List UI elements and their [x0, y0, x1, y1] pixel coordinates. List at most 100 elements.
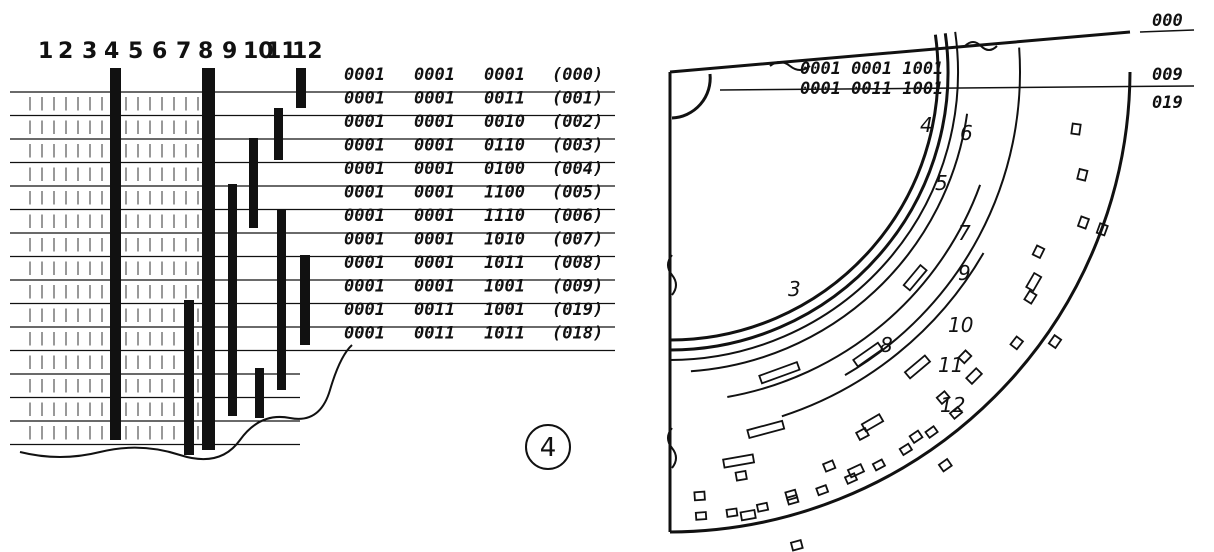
column-number-9: 9 — [222, 39, 237, 64]
column-number-2: 2 — [58, 39, 73, 64]
column-bar — [228, 184, 237, 416]
disk-track-arc — [690, 113, 969, 373]
disk-slot — [871, 458, 887, 472]
code-cell: 1100 — [484, 183, 525, 203]
code-cell: (006) — [552, 206, 603, 226]
reference-line-000 — [1139, 29, 1195, 33]
code-cell: (007) — [552, 230, 603, 250]
column-bar — [110, 68, 121, 440]
disk-slot — [937, 457, 953, 473]
break-mark-top-2 — [964, 41, 998, 51]
break-mark-left-2 — [667, 427, 677, 469]
track-label-5: 5 — [935, 171, 948, 195]
track-label-7: 7 — [958, 221, 971, 245]
code-cell: 1001 — [484, 300, 525, 320]
code-cell: 0001 — [344, 65, 385, 85]
column-number-3: 3 — [82, 39, 97, 64]
code-cell: (018) — [552, 324, 603, 344]
disk-slot — [755, 501, 770, 513]
disk-track-arc — [727, 184, 982, 398]
disk-slot — [1025, 271, 1043, 293]
disk-slot — [924, 424, 939, 440]
column-number-row: 1 2 3 4 5 6 7 8 9 10 11 12 — [38, 39, 323, 64]
code-cell: 0001 — [344, 112, 385, 132]
break-mark-top-1 — [769, 61, 811, 71]
code-cell: 0001 — [344, 183, 385, 203]
column-number-1: 1 — [38, 39, 53, 64]
disk-slot — [903, 354, 932, 380]
code-cell: 0001 — [414, 112, 455, 132]
column-number-6: 6 — [152, 39, 167, 64]
code-cell: (009) — [552, 277, 603, 297]
code-cell: 0001 — [344, 159, 385, 179]
disk-slot — [1070, 122, 1082, 136]
column-bar — [277, 210, 286, 390]
disk-slot — [694, 511, 708, 521]
disk-slot — [965, 367, 984, 386]
code-cell: 1110 — [484, 206, 525, 226]
hub-arc — [671, 73, 712, 120]
column-bar — [249, 138, 258, 228]
disk-slot — [734, 469, 748, 482]
code-cell: 0001 — [414, 183, 455, 203]
disk-slot — [908, 429, 924, 445]
code-cell: 0001 — [344, 277, 385, 297]
track-label-10: 10 — [948, 313, 973, 337]
column-bar — [184, 300, 194, 455]
code-cell: 0001 — [484, 65, 525, 85]
code-cell: 0001 — [414, 253, 455, 273]
disk-slots — [693, 122, 1109, 552]
disk-track-arc — [669, 33, 950, 352]
disk-slot — [784, 488, 799, 502]
code-cell: 0110 — [484, 136, 525, 156]
disk-slot — [902, 263, 928, 292]
code-cell: 0100 — [484, 159, 525, 179]
column-bar — [296, 68, 306, 108]
code-cell: 0011 — [484, 89, 525, 109]
code-cell: 0001 — [414, 206, 455, 226]
track-label-6: 6 — [960, 121, 973, 145]
track-label-4: 4 — [920, 113, 933, 137]
disk-slot — [846, 462, 866, 479]
disk-slot — [1047, 333, 1063, 350]
code-cell: 0001 — [414, 89, 455, 109]
disk-tracks — [669, 31, 1021, 418]
code-cell: (019) — [552, 300, 603, 320]
code-cell: 0001 — [344, 253, 385, 273]
track-label-8: 8 — [880, 333, 893, 357]
disk-slot — [948, 405, 964, 421]
code-cell: (003) — [552, 136, 603, 156]
marker-000: 000 — [1152, 11, 1183, 31]
track-label-3: 3 — [788, 277, 801, 301]
code-cell: (002) — [552, 112, 603, 132]
figure-number: 4 — [540, 433, 557, 463]
code-cell: 1010 — [484, 230, 525, 250]
torn-bottom-edge — [19, 344, 353, 461]
disk-outer-boundary — [668, 30, 1132, 534]
disk-slot — [957, 349, 973, 365]
column-bar — [255, 368, 264, 418]
marker-009: 009 — [1152, 65, 1183, 85]
column-number-8: 8 — [198, 39, 213, 64]
disk-slot — [935, 390, 951, 406]
code-cell: 1001 — [484, 277, 525, 297]
code-cell: 1011 — [484, 253, 525, 273]
code-cell: 0001 — [344, 230, 385, 250]
disk-slot — [1095, 222, 1109, 237]
disk-slot — [1031, 244, 1046, 260]
disk-slot — [739, 508, 757, 522]
disk-slot — [758, 360, 801, 385]
column-number-10: 10 — [243, 39, 274, 64]
disk-slot — [693, 490, 706, 502]
disk-track-arc — [781, 252, 985, 418]
disk-slot — [725, 507, 739, 518]
disk-slot — [1076, 167, 1089, 182]
column-number-12: 12 — [292, 39, 323, 64]
code-cell: 0001 — [414, 159, 455, 179]
code-cell: 0011 — [414, 300, 455, 320]
disk-slot — [1023, 289, 1038, 305]
column-number-4: 4 — [104, 39, 119, 64]
